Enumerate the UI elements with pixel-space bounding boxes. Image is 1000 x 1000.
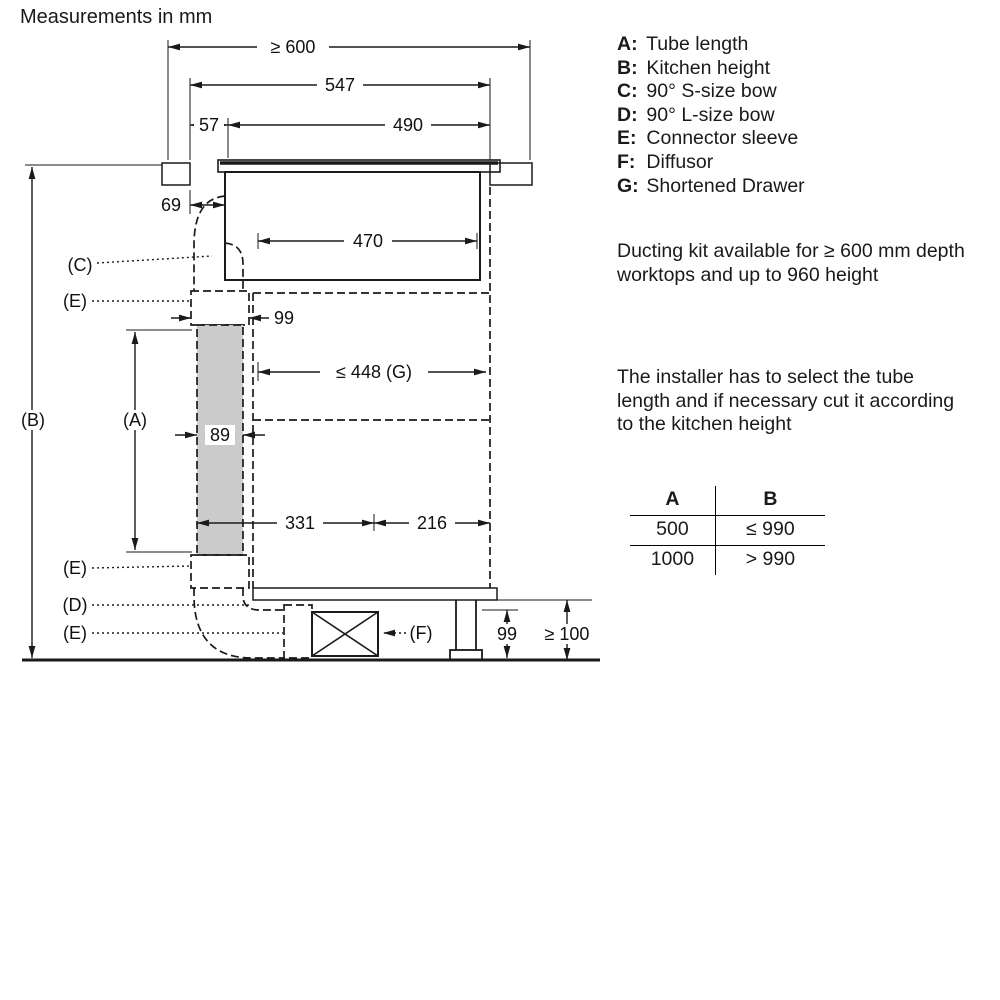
dim-tube-length-label: (A) [123,410,147,430]
table-cell-b: ≤ 990 [746,518,795,540]
dim-331-label: 331 [285,513,315,533]
legend-item: B: Kitchen height [617,57,805,81]
legend-item: G: Shortened Drawer [617,175,805,199]
legend-item-label: Shortened Drawer [646,174,805,197]
diffusor [311,611,379,657]
table-row: 500 ≤ 990 [630,516,825,546]
note-ducting-kit: Ducting kit available for ≥ 600 mm depth… [617,240,965,286]
legend-item: D: 90° L-size bow [617,104,805,128]
cabinet-shelf [252,587,498,601]
table-cell-b: > 990 [745,548,796,570]
dimensions: ≥ 600 547 57 490 69 470 99 ≤ 448 (G) 89 … [14,37,596,660]
legend-item: E: Connector sleeve [617,127,805,151]
dim-worktop-depth-label: ≥ 600 [271,37,316,57]
s-bow-outer [193,195,226,291]
legend-item-label: Connector sleeve [646,127,799,150]
table-header-b: B [763,488,778,510]
legend-item-key: B: [617,56,638,79]
part-label-d: (D) [63,595,88,615]
installation-diagram: ≥ 600 547 57 490 69 470 99 ≤ 448 (G) 89 … [14,37,600,662]
connector-sleeve-mid [190,554,250,589]
table-cell-a: 500 [630,516,716,545]
note-installer: The installer has to select the tube len… [617,366,955,436]
dim-216-label: 216 [417,513,447,533]
table-cell-a: 1000 [630,546,716,575]
legend-item-label: Tube length [646,33,749,55]
legend-item-key: F: [617,150,636,173]
table-header-row: A B [630,486,825,516]
l-bow-inner [242,588,284,611]
part-label-c: (C) [68,255,93,275]
legend-item-key: G: [617,174,639,197]
table-header-a: A [630,486,716,515]
part-labels: (C) (E) (E) (D) (E) (F) [63,255,433,643]
dim-100-label: ≥ 100 [545,624,590,644]
legend-item-key: A: [617,33,638,55]
cabinet-outline [252,187,498,661]
part-label-e-mid: (E) [63,558,87,578]
connector-sleeve-top [190,290,250,326]
dim-99-bottom-label: 99 [497,624,517,644]
l-bow-outer [193,588,284,659]
tube-length-table: A B 500 ≤ 990 1000 > 990 [630,486,825,575]
legend-item-key: D: [617,103,638,126]
legend-item: C: 90° S-size bow [617,80,805,104]
dim-490-label: 490 [393,115,423,135]
diagram-title: Measurements in mm [20,6,213,28]
legend-item-key: E: [617,127,637,150]
part-label-e-top: (E) [63,291,87,311]
hob-unit [217,159,501,281]
dim-89-label: 89 [210,425,230,445]
legend: A: Tube length B: Kitchen height C: 90° … [617,33,805,198]
legend-item-label: Diffusor [646,150,714,173]
legend-item: A: Tube length [617,33,805,57]
legend-item-key: C: [617,80,638,103]
dim-470-label: 470 [353,231,383,251]
part-label-f: (F) [410,623,433,643]
dim-547-label: 547 [325,75,355,95]
dim-99-top-label: 99 [274,308,294,328]
dim-kitchen-height-label: (B) [21,410,45,430]
dim-69-label: 69 [161,195,181,215]
dim-drawer-label: ≤ 448 (G) [336,362,412,382]
legend-item-label: 90° L-size bow [646,103,775,126]
worktop [161,162,533,186]
table-row: 1000 > 990 [630,546,825,575]
legend-item-label: Kitchen height [646,56,771,79]
part-label-e-bottom: (E) [63,623,87,643]
s-bow-inner [224,242,244,291]
legend-item-label: 90° S-size bow [646,80,777,103]
diffusor-diagonal [311,611,379,657]
connector-sleeve-bottom [283,604,313,659]
legend-item: F: Diffusor [617,151,805,175]
dim-57-label: 57 [199,115,219,135]
